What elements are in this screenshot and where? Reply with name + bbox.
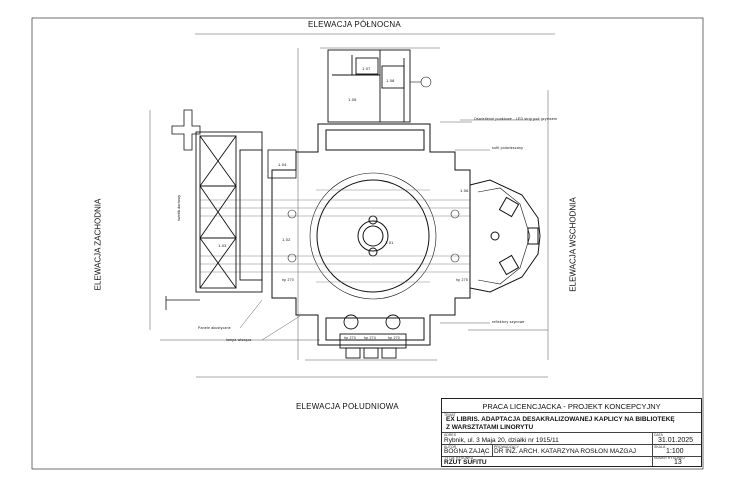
project-title-line2: Z WARSZTATAMI LINORYTU — [446, 424, 534, 431]
note: sufit podwieszany — [492, 146, 524, 150]
scale-caption: SKALA — [654, 445, 666, 449]
dimension-lines — [149, 33, 555, 378]
scale: 1:100 — [666, 448, 684, 455]
room-104-outline — [267, 149, 297, 179]
room-number: 1.08 — [386, 78, 395, 83]
author-caption: AUTOR — [444, 445, 457, 449]
note: Oświetlenie punktowe - LED strip pod gzy… — [474, 117, 558, 121]
height-marker: hp 275 — [456, 278, 468, 282]
south-vestibule — [339, 314, 407, 359]
north-elevation-label: ELEWACJA PÓŁNOCNA — [308, 20, 401, 29]
number-caption: NUMER RYSUNKU — [654, 456, 685, 460]
east-elevation-label: ELEWACJA WSCHODNIA — [568, 197, 578, 292]
address: Rybnik, ul. 3 Maja 20, działki nr 1915/1… — [444, 437, 559, 444]
note-leaders — [239, 121, 490, 341]
author: BOGNA ZAJĄC — [444, 448, 490, 455]
room-number: 1.06 — [460, 188, 469, 193]
drawing-caption: TYTUŁ RYSUNKU — [444, 456, 474, 460]
note: Panele akustyczne — [198, 326, 231, 330]
drawing-number: 13 — [674, 459, 682, 466]
title-block: PRACA LICENCJACKA - PROJEKT KONCEPCYJNY … — [441, 398, 702, 467]
east-apse — [469, 179, 541, 293]
sheet-frame — [31, 17, 704, 470]
luminaires — [287, 76, 460, 263]
note: reflektory szynowe — [492, 320, 525, 324]
date-caption: DATA — [654, 433, 663, 437]
north-annex — [327, 49, 411, 123]
west-elevation-label: ELEWACJA ZACHODNIA — [93, 198, 103, 291]
room-number: 1.01 — [385, 240, 394, 245]
drawing-title: RZUT SUFITU — [444, 459, 487, 466]
room-number: 1.03 — [218, 243, 227, 248]
address-caption: ADRES — [444, 433, 457, 437]
height-marker: hp 270 — [282, 278, 294, 282]
height-marker: hp 270 — [388, 336, 400, 340]
room-number: 1.02 — [282, 237, 291, 242]
central-hall — [271, 123, 471, 346]
supervisor-caption: PROWADZĄCY — [494, 445, 519, 449]
beam-lines — [200, 189, 470, 283]
supervisor: DR INŻ. ARCH. KATARZYNA ROSŁON MAZGAJ — [494, 448, 637, 455]
project-caption: TEMAT — [444, 413, 456, 417]
west-aisle — [195, 131, 263, 293]
note: lampa wisząca — [226, 338, 252, 342]
height-marker: hp 270 — [344, 336, 356, 340]
title-block-header: PRACA LICENCJACKA - PROJEKT KONCEPCYJNY — [482, 402, 661, 411]
height-marker: hp 274 — [364, 336, 376, 340]
project-title-line1: EX LIBRIS. ADAPTACJA DESAKRALIZOWANEJ KA… — [446, 416, 675, 423]
room-number: 1.07 — [362, 66, 371, 71]
room-number: 1.04 — [278, 162, 287, 167]
room-number: 1.05 — [348, 97, 357, 102]
note: świetlik dachowy — [177, 194, 182, 222]
date: 31.01.2025 — [658, 437, 694, 444]
west-cross — [165, 109, 201, 310]
south-elevation-label: ELEWACJA POŁUDNIOWA — [296, 402, 399, 411]
